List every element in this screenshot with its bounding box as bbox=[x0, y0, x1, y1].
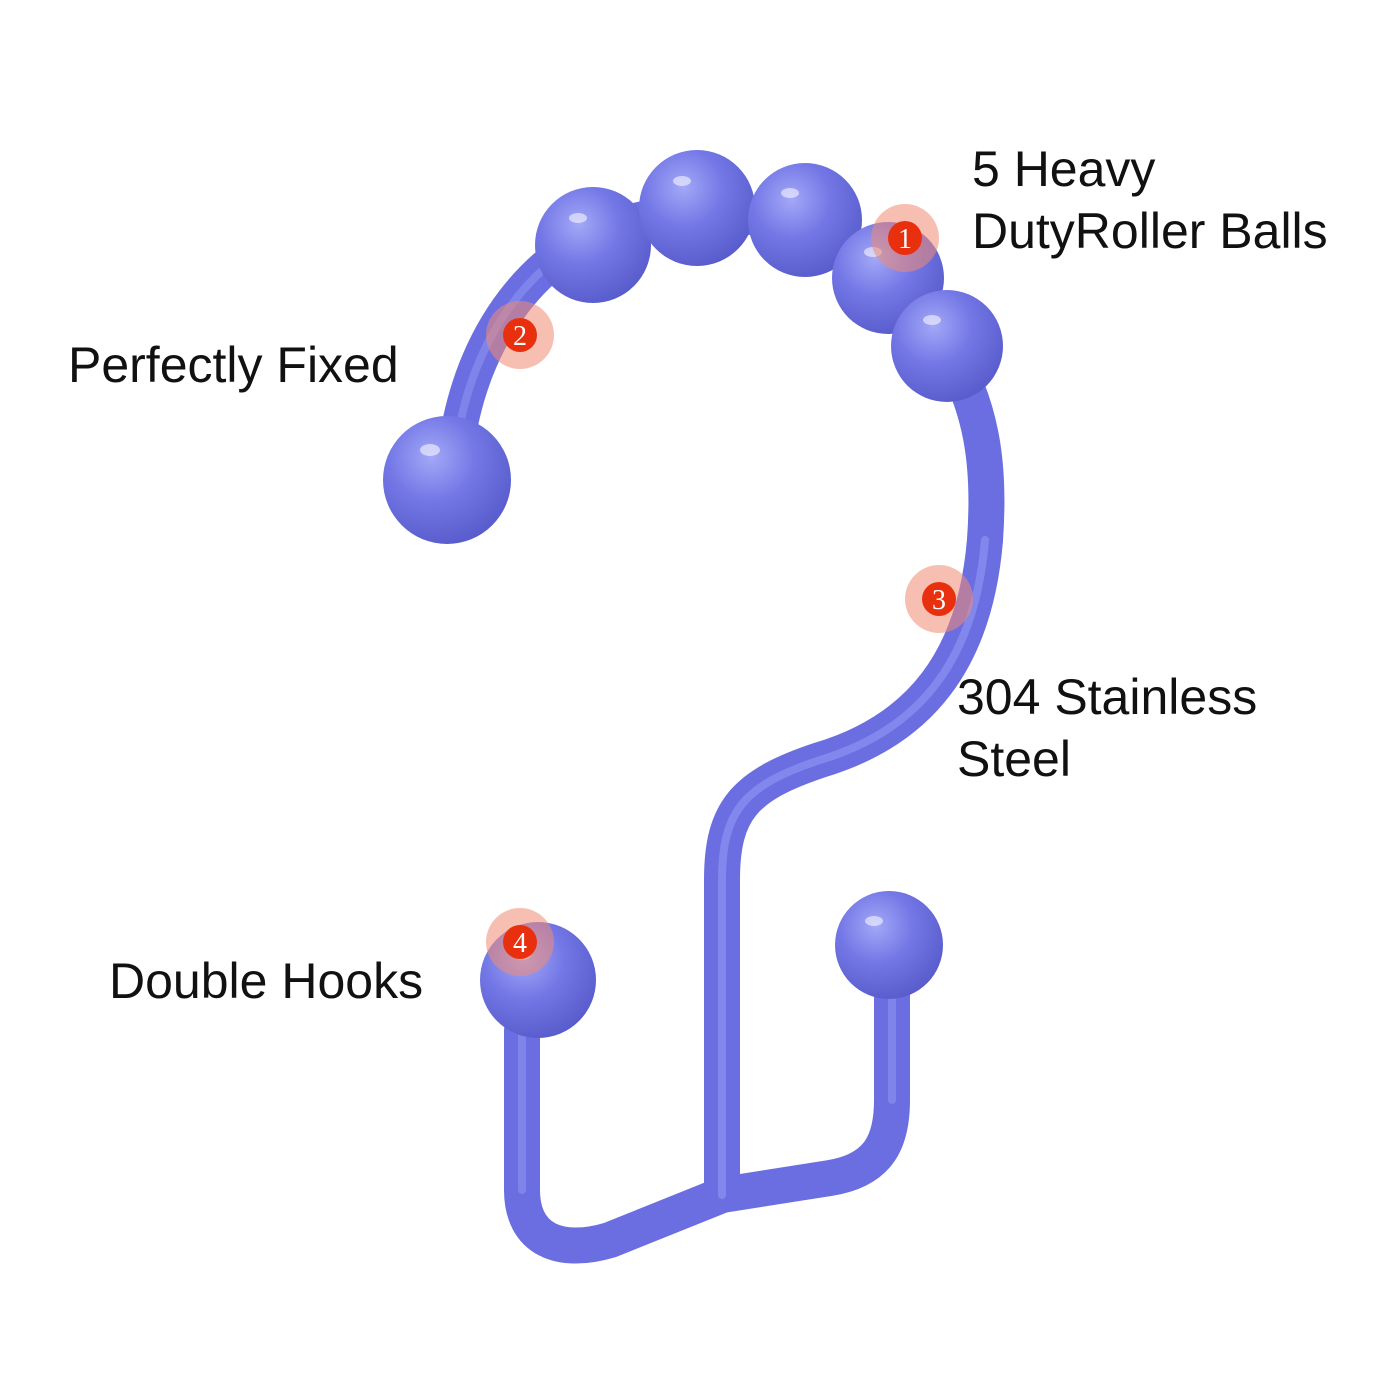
feature-label-double-hooks: Double Hooks bbox=[109, 950, 423, 1012]
feature-label-perfectly-fixed-line-1: Perfectly Fixed bbox=[68, 337, 399, 393]
end-ball-left bbox=[383, 416, 511, 544]
feature-label-stainless-steel: 304 Stainless Steel bbox=[957, 666, 1257, 790]
marker-4-number: 4 bbox=[513, 928, 527, 959]
feature-label-roller-balls-line-1: 5 Heavy bbox=[972, 141, 1156, 197]
feature-label-double-hooks-line-1: Double Hooks bbox=[109, 953, 424, 1009]
feature-label-stainless-steel-line-2: Steel bbox=[957, 731, 1071, 787]
roller-ball-1 bbox=[535, 187, 651, 303]
feature-label-stainless-steel-line-1: 304 Stainless bbox=[957, 669, 1258, 725]
marker-2-number: 2 bbox=[513, 321, 527, 352]
roller-ball-2 bbox=[639, 150, 755, 266]
marker-3-number: 3 bbox=[932, 585, 946, 616]
marker-4: 4 bbox=[486, 908, 554, 976]
marker-3: 3 bbox=[905, 565, 973, 633]
feature-label-perfectly-fixed: Perfectly Fixed bbox=[68, 334, 399, 396]
hook-end-ball-right bbox=[835, 891, 943, 999]
feature-label-roller-balls: 5 Heavy DutyRoller Balls bbox=[972, 138, 1328, 262]
feature-label-roller-balls-line-2: DutyRoller Balls bbox=[972, 203, 1328, 259]
roller-ball-3 bbox=[748, 163, 862, 277]
marker-2: 2 bbox=[486, 301, 554, 369]
marker-1: 1 bbox=[871, 204, 939, 272]
marker-1-number: 1 bbox=[898, 224, 912, 255]
roller-ball-5 bbox=[891, 290, 1003, 402]
